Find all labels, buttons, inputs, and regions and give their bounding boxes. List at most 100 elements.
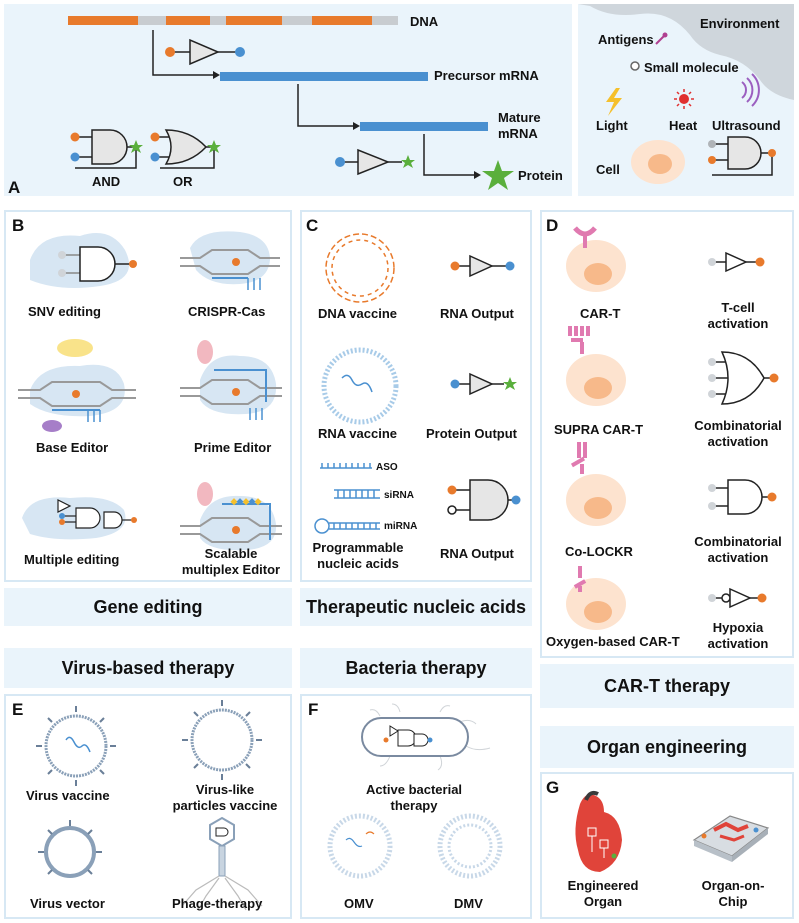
panel-g-letter: G [546, 778, 560, 797]
ultrasound-label: Ultrasound [712, 118, 781, 133]
antigens-label: Antigens [598, 32, 654, 47]
precursor-mrna-bar [220, 72, 428, 81]
sirna-label: siRNA [384, 490, 415, 501]
organ-on-chip-icon [692, 815, 770, 862]
prime-editor-label: Prime Editor [194, 440, 272, 455]
cart-cell-icon [566, 226, 626, 292]
cart-therapy-band: CAR-T therapy [540, 664, 794, 708]
prime-editor-icon [180, 340, 282, 420]
dna-vaccine-label: DNA vaccine [318, 306, 397, 321]
aso-icon [320, 463, 372, 469]
mirna-icon [314, 518, 380, 534]
combinatorial-label-2: Combinatorial activation [694, 534, 782, 565]
combinatorial-or-gate [708, 351, 779, 405]
hypoxia-label: Hypoxia activation [707, 620, 769, 651]
protein-star [482, 160, 514, 190]
rna-output-label-2: RNA Output [440, 546, 514, 561]
aso-label: ASO [376, 462, 398, 473]
heat-label: Heat [669, 118, 698, 133]
virus-vector-label: Virus vector [30, 896, 105, 911]
environment-blob [578, 4, 794, 100]
dmv-icon [437, 813, 503, 879]
mirna-label: miRNA [384, 521, 418, 532]
scalable-label: Scalable multiplex Editor [181, 546, 281, 577]
dna-label: DNA [410, 14, 439, 29]
antigen-icon [655, 32, 668, 45]
and-gate-env [708, 136, 776, 176]
panel-e-letter: E [12, 700, 24, 719]
tcell-activation-label: T-cell activation [707, 300, 769, 331]
or-gate-a [150, 129, 221, 169]
dmv-label: DMV [454, 896, 483, 911]
mature-mrna-bar [360, 122, 488, 131]
precursor-mrna-label: Precursor mRNA [434, 68, 539, 83]
bacteria-therapy-band: Bacteria therapy [300, 648, 532, 688]
base-editor-label: Base Editor [36, 440, 109, 455]
protein-label: Protein [518, 168, 563, 183]
panel-b-letter: B [12, 216, 25, 235]
tcell-activation-gate [708, 251, 765, 273]
virus-vector-icon [38, 820, 102, 878]
nand-gate-c [447, 479, 521, 521]
protein-output-gate [450, 372, 517, 396]
omv-label: OMV [344, 896, 374, 911]
panel-d-letter: D [546, 216, 559, 235]
small-molecule-icon [630, 61, 640, 71]
small-molecule-label: Small molecule [644, 60, 739, 75]
supra-cart-cell-icon [566, 326, 626, 406]
oxygen-cart-cell-icon [566, 566, 626, 630]
multiple-editing-label: Multiple editing [24, 552, 120, 567]
panel-a-letter: A [8, 178, 21, 197]
engineered-organ-icon [575, 790, 622, 872]
active-bacteria-label: Active bacterial therapy [365, 782, 463, 813]
mature-mrna-label: Mature mRNA [498, 110, 541, 141]
dna-bar [68, 16, 398, 25]
engineered-organ-label: Engineered Organ [567, 878, 639, 909]
virus-vaccine-label: Virus vaccine [26, 788, 110, 803]
phage-icon [181, 816, 263, 911]
buffer-gate-2 [335, 148, 415, 176]
protein-output-label: Protein Output [426, 426, 517, 441]
dna-vaccine-icon [325, 233, 395, 303]
rna-vaccine-label: RNA vaccine [318, 426, 397, 441]
crispr-cas-icon [180, 231, 280, 290]
virus-therapy-band: Virus-based therapy [4, 648, 292, 688]
active-bacteria-icon [361, 703, 491, 771]
base-editor-icon [18, 339, 136, 432]
or-label: OR [173, 174, 193, 189]
snv-label: SNV editing [28, 304, 101, 319]
hypoxia-not-gate [708, 587, 767, 609]
multiple-editing-icon [22, 497, 137, 540]
and-gate-a [70, 129, 143, 169]
therapeutic-nucleic-acids-band: Therapeutic nucleic acids [300, 588, 532, 626]
rna-output-gate-1 [450, 254, 515, 278]
environment-label: Environment [700, 16, 780, 31]
colockr-label: Co-LOCKR [565, 544, 633, 559]
organ-engineering-band: Organ engineering [540, 726, 794, 768]
programmable-label: Programmable nucleic acids [312, 540, 404, 571]
heat-icon [674, 89, 694, 109]
gene-editing-band: Gene editing [4, 588, 292, 626]
cart-label: CAR-T [580, 306, 621, 321]
crispr-label: CRISPR-Cas [188, 304, 266, 319]
light-icon [606, 88, 622, 116]
panel-c-letter: C [306, 216, 319, 235]
organ-on-chip-label: Organ-on- Chip [701, 878, 765, 909]
vlp-icon [182, 700, 262, 780]
snv-icon [30, 233, 137, 288]
combinatorial-label-1: Combinatorial activation [694, 418, 782, 449]
omv-icon [327, 813, 393, 879]
phage-label: Phage-therapy [172, 896, 263, 911]
rna-vaccine-icon [321, 347, 399, 425]
oxygen-cart-label: Oxygen-based CAR-T [546, 634, 680, 649]
light-label: Light [596, 118, 628, 133]
cell-icon-a [631, 140, 685, 184]
supra-cart-label: SUPRA CAR-T [554, 422, 644, 437]
scalable-multiplex-icon [180, 482, 282, 551]
combinatorial-and-gate [708, 479, 777, 515]
